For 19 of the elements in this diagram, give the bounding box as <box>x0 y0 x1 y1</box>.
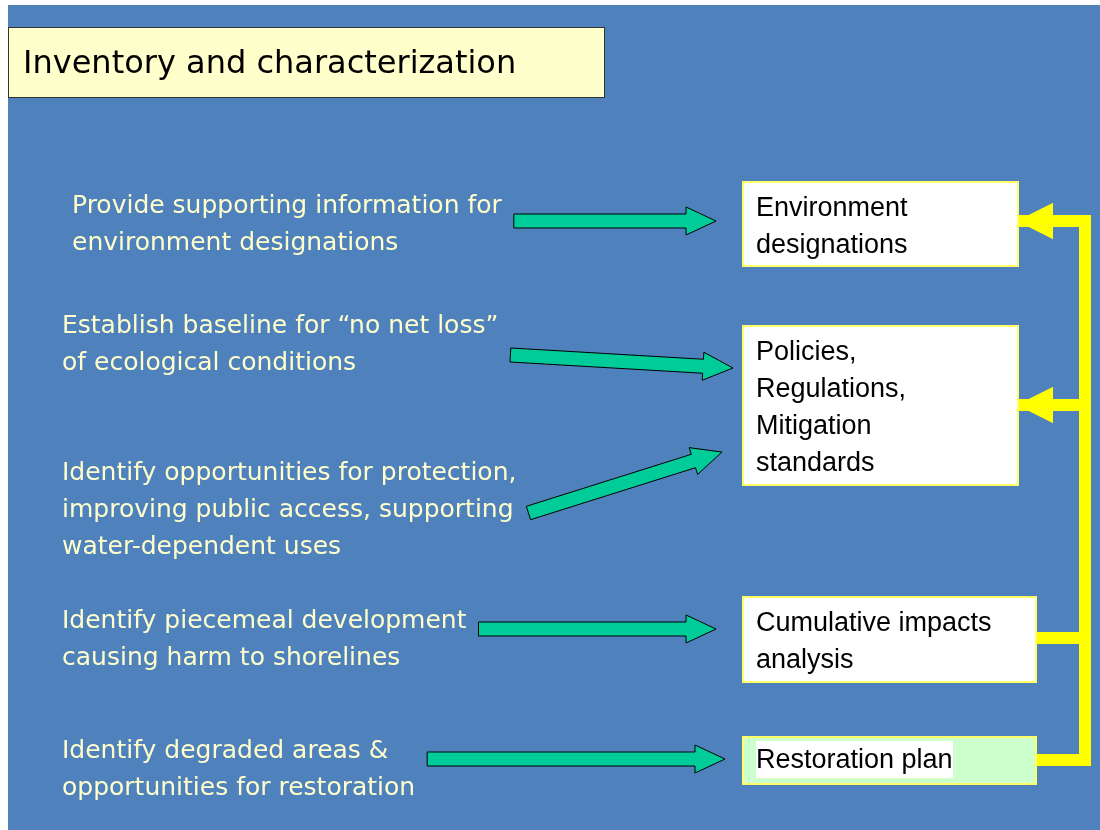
block-arrow <box>426 744 726 774</box>
output-box <box>742 181 1019 267</box>
block-arrow <box>525 447 723 521</box>
block-arrow <box>478 614 717 644</box>
statement-text: Identify piecemeal development causing harm to shorelines <box>62 601 512 675</box>
statement-text: Establish baseline for “no net loss” of ecological conditions <box>62 306 517 380</box>
output-box <box>742 736 1037 785</box>
box-label: Restoration plan <box>756 741 953 778</box>
statement-text: Provide supporting information for environment designations <box>72 186 572 260</box>
title-banner: Inventory and characterization <box>8 27 605 98</box>
box-label: Cumulative impacts analysis <box>756 606 993 676</box>
box-label: Policies, Regulations, Mitigation standards <box>756 335 908 479</box>
statement-text: Identify degraded areas & opportunities for restoration <box>62 731 542 805</box>
output-box <box>742 596 1037 683</box>
block-arrow <box>513 206 717 236</box>
box-label: Environment designations <box>756 191 909 261</box>
output-box <box>742 325 1019 486</box>
block-arrow <box>509 347 734 381</box>
statement-text: Identify opportunities for protection, improving public access, supporting water-dependent uses <box>62 453 532 564</box>
